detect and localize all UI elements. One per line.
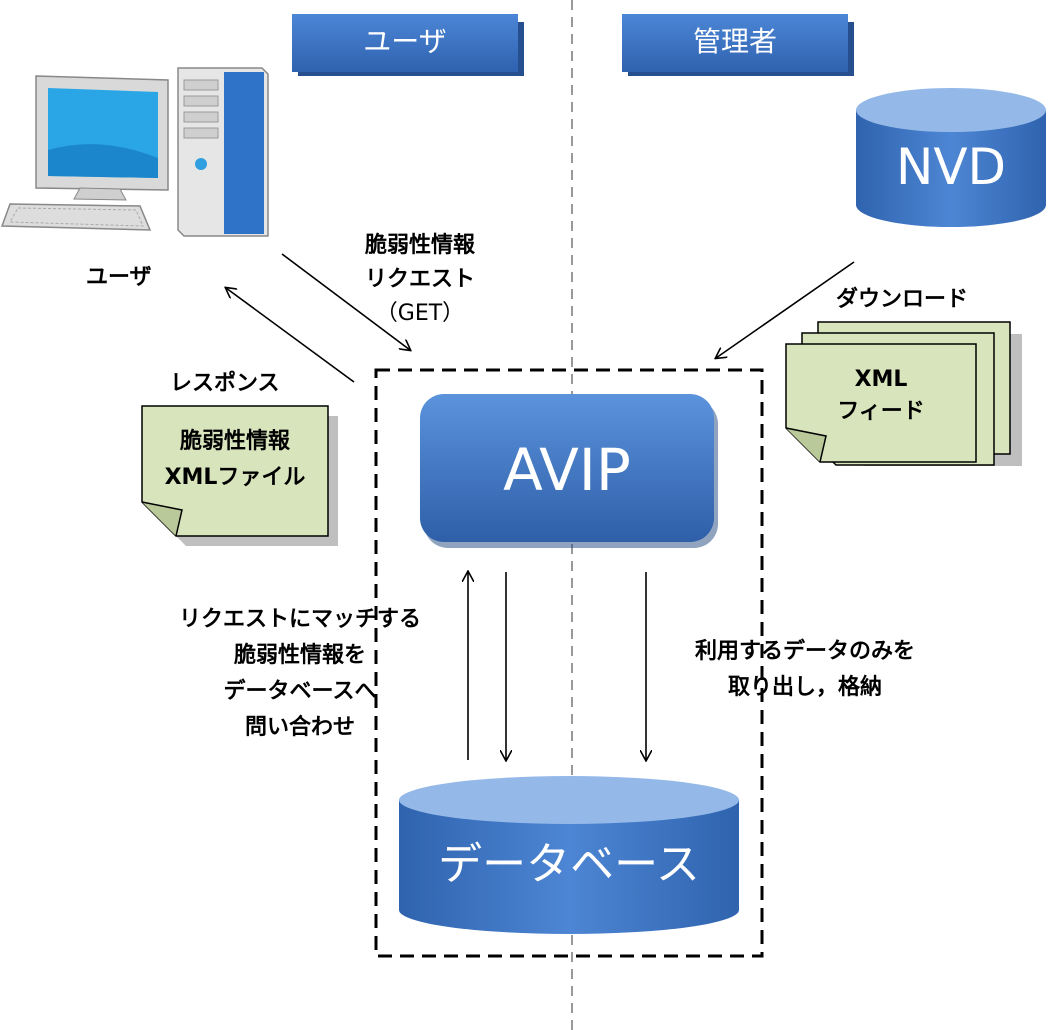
feed-doc-line1: XML [854, 367, 908, 392]
avip-label: AVIP [503, 436, 631, 504]
admin-header-label: 管理者 [692, 25, 777, 58]
response-arrow [226, 288, 355, 383]
request-arrow [281, 253, 410, 350]
database-label: データベース [438, 839, 700, 890]
user-header-label: ユーザ [363, 25, 447, 58]
xml-feed-documents-icon [785, 321, 1022, 466]
request-label-line3: （GET） [375, 301, 465, 326]
request-label-line1: 脆弱性情報 [364, 233, 475, 258]
database-icon [399, 776, 739, 934]
download-title: ダウンロード [836, 287, 969, 312]
query-label-line3: データベースへ [223, 679, 377, 704]
response-document-icon [141, 405, 338, 546]
computer-icon [0, 67, 269, 237]
query-label-line2: 脆弱性情報を [233, 643, 366, 668]
response-title: レスポンス [170, 371, 280, 396]
user-header-banner [292, 14, 524, 76]
store-label-line2: 取り出し，格納 [727, 675, 882, 700]
download-arrow [716, 261, 855, 358]
feed-doc-line2: フィード [837, 399, 925, 424]
response-doc-line2: XMLファイル [164, 465, 306, 490]
query-label-line4: 問い合わせ [244, 715, 355, 740]
avip-node [420, 394, 718, 548]
admin-header-banner [622, 14, 854, 76]
avip-system-boundary [374, 368, 764, 958]
response-doc-line1: 脆弱性情報 [179, 429, 290, 454]
query-label-line1: リクエストにマッチする [178, 607, 421, 632]
nvd-label: NVD [895, 138, 1007, 196]
request-label-line2: リクエスト [364, 267, 475, 292]
nvd-database-icon [856, 88, 1046, 227]
user-pc-label: ユーザ [86, 265, 152, 290]
store-label-line1: 利用するデータのみを [694, 639, 915, 664]
